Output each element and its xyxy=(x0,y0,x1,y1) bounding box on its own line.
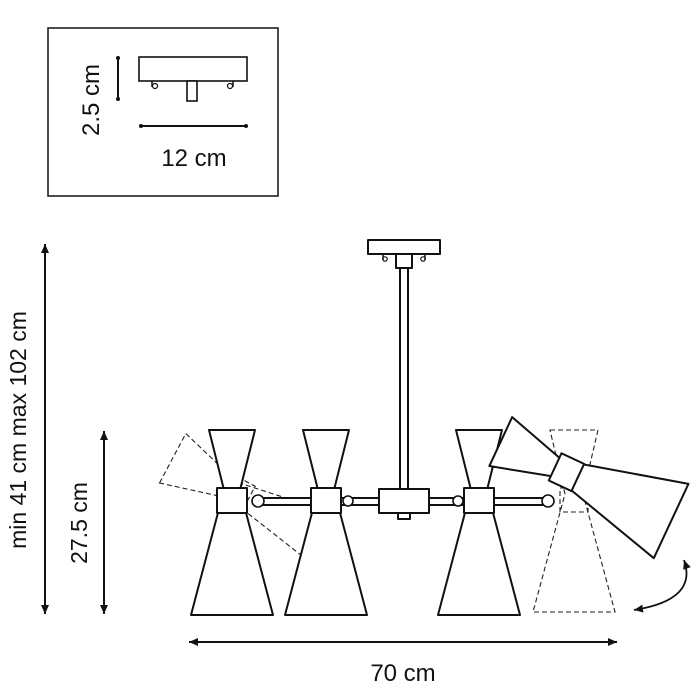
total-height-dimension: min 41 cm max 102 cm xyxy=(5,244,49,614)
shade-4-tilted xyxy=(488,416,690,560)
lamp-height-label: 27.5 cm xyxy=(66,482,92,564)
inset-height-label: 2.5 cm xyxy=(78,64,105,136)
canopy-stem xyxy=(186,80,198,102)
canopy-detail-inset: 2.5 cm 12 cm xyxy=(47,27,279,197)
ceiling-canopy xyxy=(367,239,441,255)
curved-double-arrow-icon xyxy=(633,559,691,613)
shade-3 xyxy=(437,429,521,616)
canopy-plate xyxy=(138,56,248,82)
shade-2 xyxy=(284,429,368,616)
lamp-height-dimension: 27.5 cm xyxy=(66,431,108,614)
rod-collar xyxy=(395,253,413,269)
inset-width-label: 12 cm xyxy=(161,145,226,172)
total-height-label: min 41 cm max 102 cm xyxy=(5,311,31,549)
chandelier xyxy=(158,239,690,616)
shade-1 xyxy=(190,429,274,616)
suspension-rod xyxy=(399,267,409,493)
central-hub xyxy=(378,488,430,514)
width-label: 70 cm xyxy=(370,660,435,687)
arm-joints xyxy=(251,494,555,508)
width-dimension: 70 cm xyxy=(189,638,617,687)
